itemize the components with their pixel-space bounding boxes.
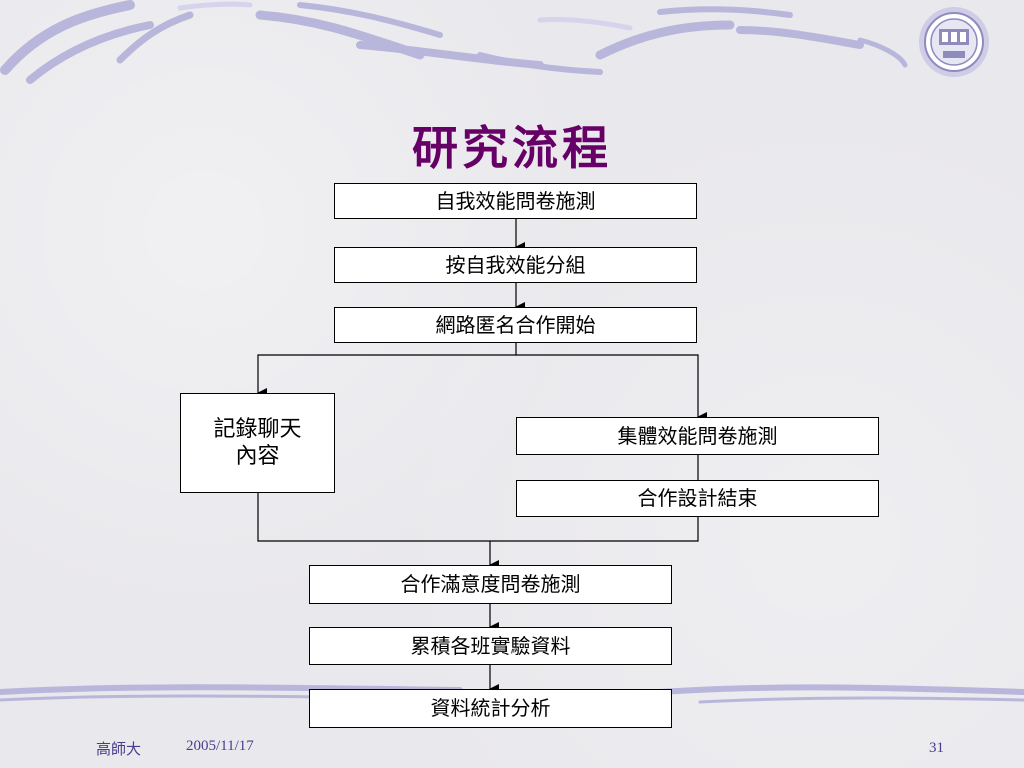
step-label: 按自我效能分組 [445,252,586,277]
branch-split-line [257,343,517,398]
step-self-efficacy-survey: 自我效能問卷施測 [334,183,697,219]
header-decoration [0,0,908,84]
footer-author: 高師大 [96,742,142,758]
step-label: 集體效能問卷施測 [617,423,778,448]
page-number: 31 [929,740,944,756]
step-label: 合作設計結束 [637,486,758,510]
step-cooperation-satisfaction-survey: 合作滿意度問卷施測 [309,565,672,604]
step-label: 網路匿名合作開始 [435,312,596,337]
merge-right-line [490,517,699,542]
slide-title: 研究流程 [412,121,612,175]
step-label: 累積各班實驗資料 [410,633,571,658]
merge-left-line [257,493,490,542]
step-record-chat: 記錄聊天 內容 [180,393,335,493]
university-seal-icon [919,7,989,77]
branch-right-line [516,354,707,422]
footer-date: 2005/11/17 [186,738,254,754]
step-label: 記錄聊天 內容 [213,416,302,470]
step-cooperative-design-end: 合作設計結束 [516,480,879,517]
step-online-cooperation-start: 網路匿名合作開始 [334,307,697,343]
step-label: 資料統計分析 [430,696,551,720]
step-label: 合作滿意度問卷施測 [400,572,581,596]
step-statistical-analysis: 資料統計分析 [309,689,672,728]
step-collective-efficacy-survey: 集體效能問卷施測 [516,417,879,455]
step-label: 自我效能問卷施測 [435,188,596,213]
step-accumulate-class-data: 累積各班實驗資料 [309,627,672,665]
step-group-by-efficacy: 按自我效能分組 [334,247,697,283]
